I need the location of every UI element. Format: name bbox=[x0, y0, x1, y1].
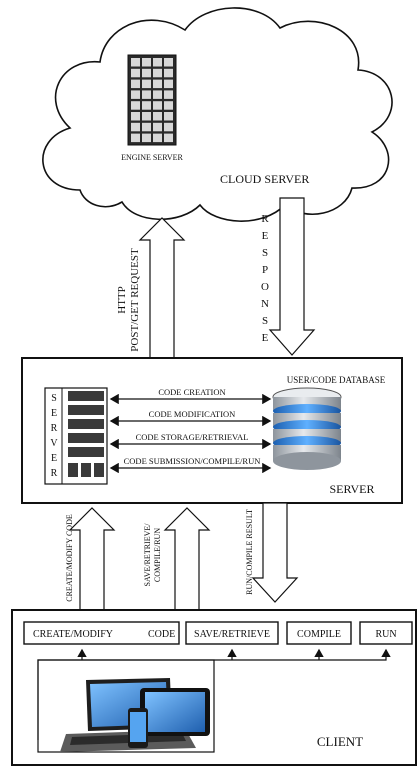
response-letter: R bbox=[261, 213, 269, 225]
response-arrow bbox=[268, 197, 316, 356]
connection-label: CODE CREATION bbox=[158, 387, 225, 397]
client-label: CLIENT bbox=[317, 734, 363, 749]
server-rack-letters: SERVER bbox=[50, 393, 58, 479]
create-modify-arrow-label: CREATE/MODIFY CODE bbox=[65, 514, 74, 602]
create-modify-arrow bbox=[68, 507, 116, 611]
cloud-server-label: CLOUD SERVER bbox=[220, 172, 309, 186]
svg-text:COMPILE/RUN: COMPILE/RUN bbox=[153, 528, 162, 582]
save-compile-arrow bbox=[163, 507, 211, 611]
response-letter: P bbox=[262, 264, 268, 276]
create-modify-code-button[interactable]: CREATE/MODIFY CODE bbox=[23, 621, 180, 645]
database-icon bbox=[272, 387, 342, 470]
code-button-label: CODE bbox=[148, 629, 175, 640]
request-arrow bbox=[138, 217, 186, 359]
rack-letter: R bbox=[51, 468, 58, 479]
save-retrieve-button[interactable]: SAVE/RETRIEVE bbox=[185, 621, 279, 645]
server-rack-icon bbox=[44, 387, 108, 485]
svg-text:POST/GET REQUEST: POST/GET REQUEST bbox=[129, 248, 141, 352]
database-label: USER/CODE DATABASE bbox=[287, 375, 386, 385]
response-letter: N bbox=[261, 298, 269, 310]
rack-letter: R bbox=[51, 423, 58, 434]
result-arrow-label: RUN/COMPILE RESULT bbox=[245, 509, 254, 595]
device-box bbox=[37, 659, 215, 753]
response-letter: S bbox=[262, 315, 268, 327]
create-modify-button-label: CREATE/MODIFY bbox=[33, 629, 113, 640]
devices-icon bbox=[60, 678, 210, 752]
result-arrow bbox=[251, 502, 299, 603]
response-letter: O bbox=[261, 281, 269, 293]
svg-text:RUN: RUN bbox=[375, 629, 396, 640]
svg-text:SAVE/RETRIEVE/: SAVE/RETRIEVE/ bbox=[143, 523, 152, 587]
rack-letter: S bbox=[51, 393, 57, 404]
rack-letter: E bbox=[51, 408, 57, 419]
request-label: HTTP POST/GET REQUEST bbox=[116, 248, 141, 352]
cloud-server-group: ENGINE SERVER CLOUD SERVER bbox=[42, 7, 393, 222]
run-button[interactable]: RUN bbox=[359, 621, 413, 645]
rack-letter: E bbox=[51, 453, 57, 464]
rack-letter: V bbox=[50, 438, 58, 449]
response-letter: E bbox=[262, 230, 269, 242]
response-letter: S bbox=[262, 247, 268, 259]
connection-label: CODE STORAGE/RETRIEVAL bbox=[136, 432, 249, 442]
response-letter: E bbox=[262, 332, 269, 344]
connection-label: CODE MODIFICATION bbox=[149, 409, 236, 419]
server-label: SERVER bbox=[329, 482, 374, 496]
engine-server-icon bbox=[127, 54, 177, 146]
svg-text:SAVE/RETRIEVE: SAVE/RETRIEVE bbox=[194, 629, 270, 640]
cloud-shape bbox=[42, 7, 393, 222]
svg-text:COMPILE: COMPILE bbox=[297, 629, 341, 640]
connection-label: CODE SUBMISSION/COMPILE/RUN bbox=[124, 456, 261, 466]
save-compile-arrow-label: SAVE/RETRIEVE/ COMPILE/RUN bbox=[143, 523, 162, 587]
engine-server-label: ENGINE SERVER bbox=[121, 153, 183, 162]
connection-arrows: CODE CREATION CODE MODIFICATION CODE STORA… bbox=[109, 387, 272, 474]
svg-text:HTTP: HTTP bbox=[116, 286, 128, 314]
compile-button[interactable]: COMPILE bbox=[286, 621, 352, 645]
